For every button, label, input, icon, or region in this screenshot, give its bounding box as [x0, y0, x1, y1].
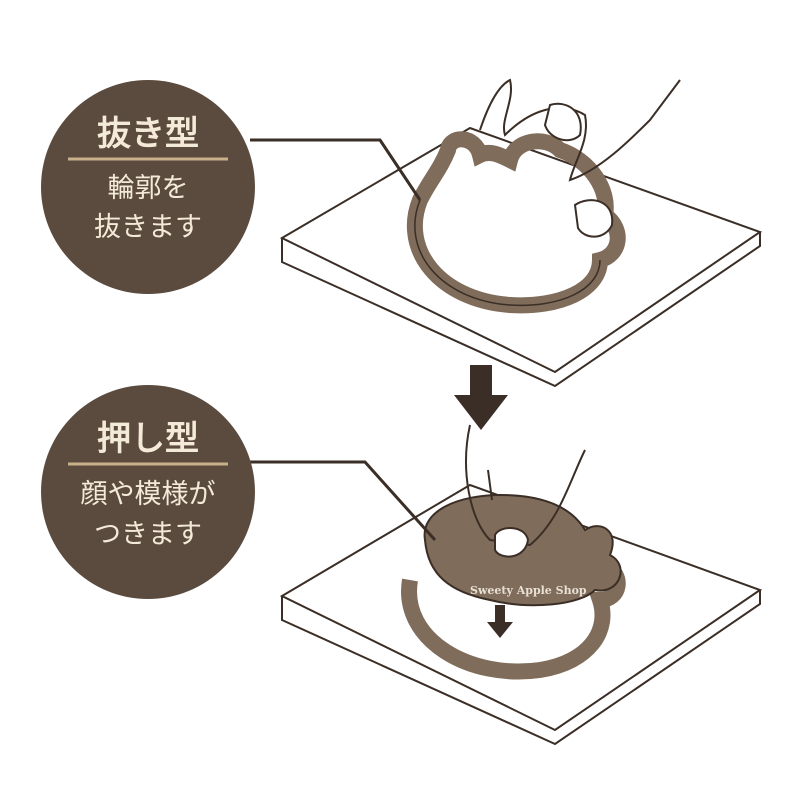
badge-2-title: 押し型	[97, 419, 199, 459]
watermark: Sweety Apple Shop	[470, 584, 587, 597]
outline-cutter	[407, 131, 626, 314]
badge-1-line-1: 輪郭を	[108, 173, 189, 204]
badge-stamp-mold: 押し型 顔や模様が つきます	[41, 385, 437, 599]
cutting-board-top	[279, 126, 763, 388]
down-arrow	[454, 365, 508, 430]
badge-1-line-2: 抜きます	[94, 212, 202, 243]
hand-bottom	[465, 424, 586, 558]
badge-cutting-mold: 抜き型 輪郭を 抜きます	[41, 80, 422, 294]
hand-top	[479, 78, 681, 238]
outline-cutter-bottom	[401, 557, 626, 680]
badge-2-line-1: 顔や模様が	[81, 479, 216, 510]
cutting-board-bottom	[279, 483, 763, 746]
badge-1-title: 抜き型	[97, 114, 199, 154]
badge-2-line-2: つきます	[94, 519, 202, 550]
